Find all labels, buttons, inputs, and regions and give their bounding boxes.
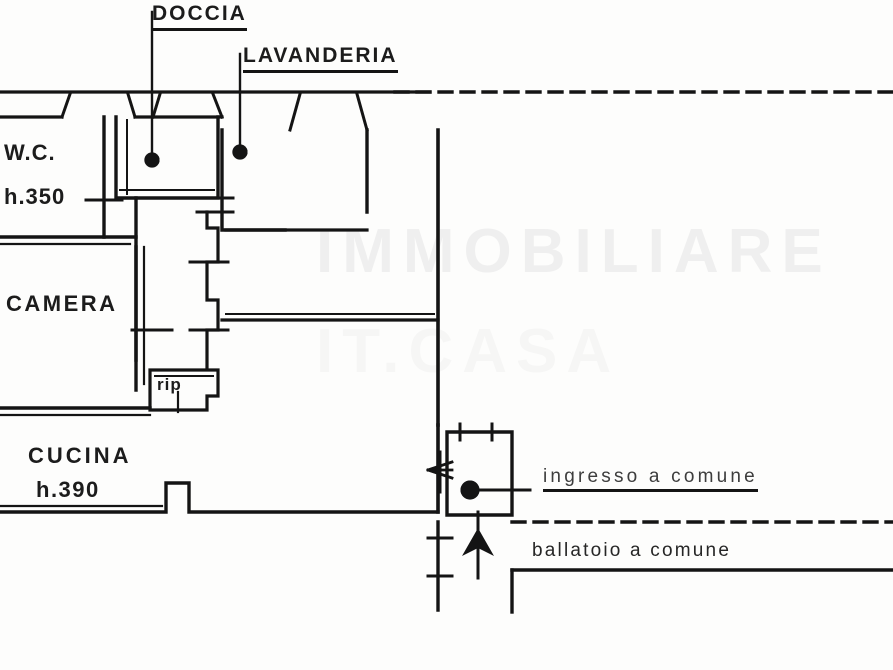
window-splay-mid-right: [211, 92, 224, 119]
room-label-wc: W.C.: [4, 140, 56, 165]
room-label-doccia: DOCCIA: [152, 2, 247, 31]
window-splay-left: [60, 92, 72, 119]
room-label-cucina: CUCINA: [28, 443, 132, 468]
room-label-rip: rip: [157, 375, 182, 394]
room-label-camera: CAMERA: [6, 291, 118, 316]
plan-walls: [0, 10, 893, 614]
annotation-ballatoio-a-comune: ballatoio a comune: [532, 540, 732, 561]
room-label-lavanderia: LAVANDERIA: [243, 44, 398, 73]
annotation-ingresso-a-comune: ingresso a comune: [543, 466, 758, 493]
room-label-cucina-height: h.390: [36, 477, 100, 502]
room-label-wc-height: h.350: [4, 184, 66, 209]
closet-rip-outline: [148, 368, 220, 412]
window-splay-right-right: [355, 92, 369, 132]
window-splay-left-right: [126, 92, 137, 119]
room-doccia-outline: [114, 115, 220, 200]
window-splay-right-left: [288, 92, 302, 132]
vestibule-outline: [445, 430, 514, 517]
corridor-wall-right: [205, 210, 220, 370]
window-splay-mid-left: [151, 92, 162, 119]
entry-direction-arrow-icon: [462, 528, 494, 556]
room-lavanderia-outline: [220, 128, 287, 232]
room-cucina-bottom-wall: [0, 481, 440, 514]
